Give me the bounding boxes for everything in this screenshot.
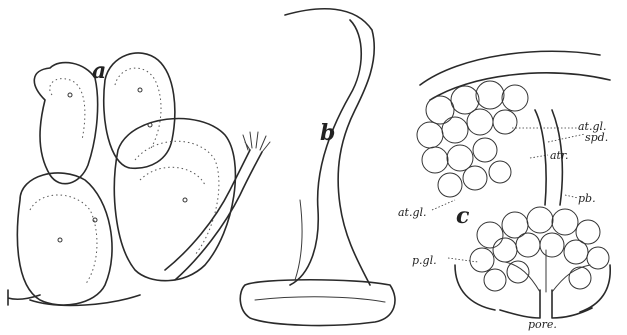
panel-c-prostatic-glands [470,207,609,291]
panel-a-tall-lobe [104,53,175,168]
label-pb: pb. [578,192,596,205]
panel-b-label: b [320,120,335,146]
panel-a-tube [165,150,262,280]
panel-a-label: a [92,58,106,84]
panel-c-drawing [417,51,610,318]
panel-c-label: c [456,203,469,229]
label-atr: atr. [550,149,569,162]
label-spd: spd. [585,131,608,144]
label-p-gl: p.gl. [412,254,437,267]
panel-a-upper-left-lobe [34,63,97,184]
panel-c-pore-canal [500,290,592,318]
label-at-gl-left: at.gl. [398,206,427,219]
panel-a-lower-lobes [17,173,112,305]
panel-a-drawing [8,53,270,305]
label-pore: pore. [528,318,557,331]
panel-b-outer [285,9,374,285]
panel-b-base [240,280,395,326]
panel-b-drawing [240,9,395,326]
panel-c-outer-wall [420,51,610,100]
panel-a-duct [8,290,140,305]
panel-c-lower-wall [455,265,610,312]
